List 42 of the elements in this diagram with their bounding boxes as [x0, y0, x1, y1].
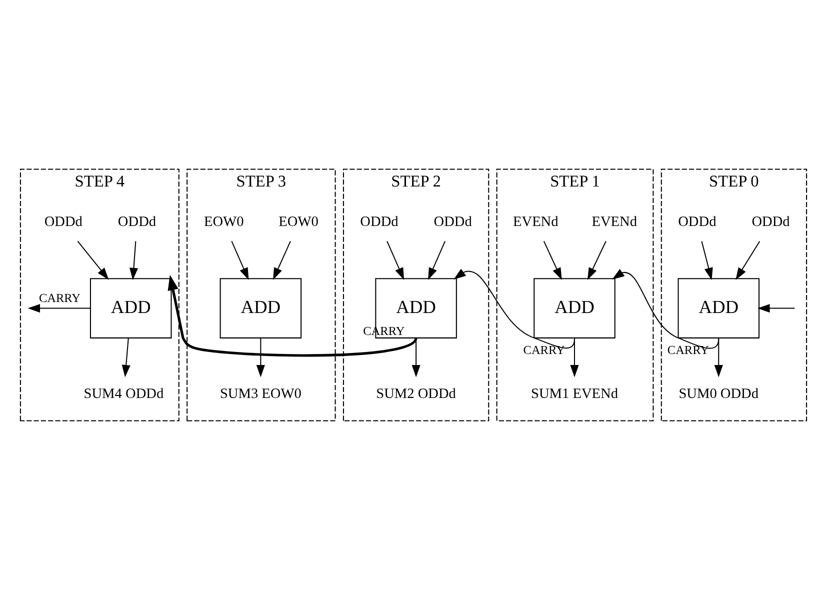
arrow	[412, 338, 420, 377]
arrow	[77, 240, 109, 280]
node-box: ADD	[678, 278, 760, 338]
arrow	[587, 240, 606, 280]
node-text: EOW0	[278, 214, 318, 230]
node-text: SUM3 EOW0	[220, 385, 302, 402]
node-box: ADD	[90, 278, 172, 338]
arrow	[736, 240, 760, 280]
node-text: ODDd	[44, 214, 82, 230]
node-box: ADD	[220, 278, 302, 338]
arrow	[386, 240, 404, 280]
arrow	[168, 274, 418, 356]
edge-label: CARRY	[667, 342, 709, 357]
arrow	[256, 338, 265, 377]
edge-label: CARRY	[38, 290, 81, 304]
node-text: SUM4 ODDd	[84, 385, 164, 402]
arrow	[543, 240, 562, 280]
arrow	[714, 338, 723, 377]
arrow	[231, 240, 249, 280]
node-text: ODDd	[752, 214, 790, 230]
edge-label: CARRY	[523, 342, 565, 357]
node-text: EOW0	[204, 214, 244, 230]
node-text: SUM0 ODDd	[678, 385, 759, 402]
arrow	[122, 338, 130, 377]
node-text: ODDd	[434, 214, 472, 230]
node-text: SUM2 ODDd	[376, 385, 456, 402]
node-text: ODDd	[360, 214, 398, 230]
node-box: ADD	[534, 278, 616, 338]
arrow	[758, 304, 795, 312]
node-text: SUM1 EVENd	[531, 385, 618, 402]
arrow	[272, 240, 291, 280]
node-text: EVENd	[513, 214, 558, 230]
arrow	[701, 240, 713, 280]
node-text: EVENd	[592, 214, 637, 230]
node-text: ODDd	[118, 214, 156, 230]
arrow	[612, 268, 720, 348]
arrow	[454, 268, 575, 348]
arrow	[570, 338, 579, 377]
arrow	[129, 240, 138, 280]
arrow	[28, 304, 90, 312]
node-text: ODDd	[678, 214, 716, 230]
arrow	[428, 240, 446, 280]
